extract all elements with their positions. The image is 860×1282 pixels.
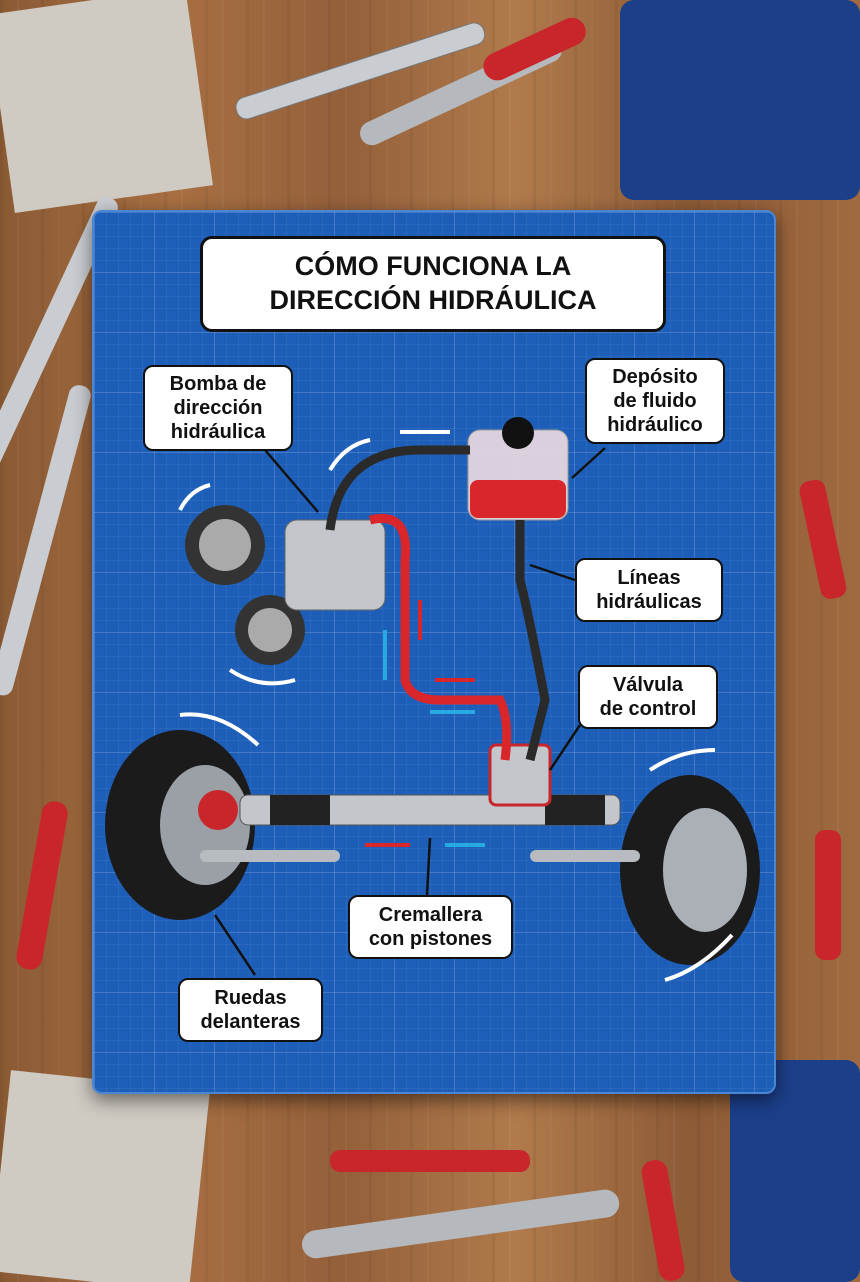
diagram-title: CÓMO FUNCIONA LA DIRECCIÓN HIDRÁULICA: [200, 236, 666, 332]
label-reservoir: Depósito de fluido hidráulico: [585, 358, 725, 444]
reservoir-icon: [467, 417, 569, 521]
label-text: de control: [599, 698, 697, 720]
screwdriver-icon: [815, 830, 841, 960]
wrench-icon: [0, 196, 118, 544]
rag-icon: [0, 0, 213, 213]
label-control-valve: Válvula de control: [578, 665, 718, 729]
wrench-icon: [235, 22, 486, 120]
label-text: de fluido: [613, 390, 697, 412]
wrench-icon: [0, 385, 91, 696]
label-text: dirección: [173, 397, 263, 419]
label-text: delanteras: [200, 1011, 301, 1033]
label-hydraulic-lines: Líneas hidráulicas: [575, 558, 723, 622]
label-text: Bomba de: [169, 373, 267, 395]
title-line-2: DIRECCIÓN HIDRÁULICA: [269, 285, 597, 315]
label-rack-pistons: Cremallera con pistones: [348, 895, 513, 959]
pliers-icon: [641, 1160, 685, 1281]
socket-tray-icon: [730, 1060, 860, 1282]
pliers-icon: [330, 1150, 530, 1172]
label-text: Líneas: [617, 567, 681, 589]
label-pump: Bomba de dirección hidráulica: [143, 365, 293, 451]
flow-arrow-icon: [178, 430, 734, 982]
hydraulic-line-supply: [325, 445, 470, 531]
label-text: hidráulico: [607, 414, 703, 436]
control-valve-icon: [488, 743, 552, 807]
steering-rack-icon: [200, 794, 640, 862]
label-text: Cremallera: [378, 904, 483, 926]
callout-pointer: [213, 447, 606, 976]
hydraulic-line-return: [515, 520, 550, 762]
wheel-left-icon: [105, 730, 255, 920]
pliers-icon: [16, 801, 68, 970]
hydraulic-line-pressure: [368, 514, 512, 761]
socket-tray-icon: [620, 0, 860, 200]
label-text: con pistones: [368, 928, 493, 950]
rag-icon: [0, 1070, 210, 1282]
label-text: hidráulicas: [596, 591, 702, 613]
ratchet-icon: [301, 1189, 620, 1259]
title-line-1: CÓMO FUNCIONA LA: [294, 251, 572, 282]
label-text: Válvula: [612, 674, 684, 696]
pump-icon: [185, 505, 386, 665]
screwdriver-icon: [799, 479, 847, 599]
label-front-wheels: Ruedas delanteras: [178, 978, 323, 1042]
wheel-right-icon: [620, 775, 760, 965]
label-text: Depósito: [612, 366, 698, 388]
label-text: Ruedas: [214, 987, 287, 1009]
ratchet-icon: [360, 17, 586, 146]
label-text: hidráulica: [170, 421, 266, 443]
